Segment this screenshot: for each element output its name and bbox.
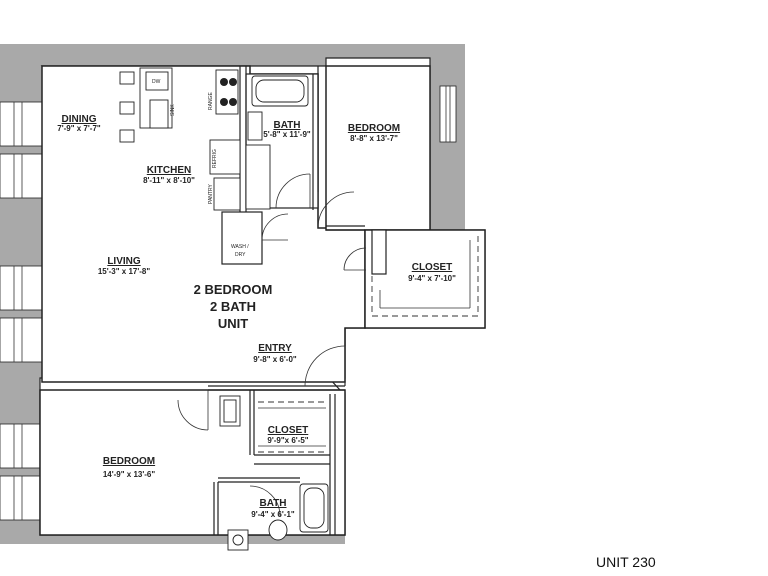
bath1-fixtures: [245, 75, 309, 210]
living-dims: 15'-3" x 17'-8": [98, 267, 151, 276]
unit-title-line-2: 2 BATH: [210, 299, 256, 314]
washer-dryer-label-2: DRY: [235, 252, 246, 258]
living-name: LIVING: [107, 256, 141, 267]
dishwasher-label: DW: [152, 79, 161, 85]
dining-dims: 7'-9" x 7'-7": [57, 124, 101, 133]
bath1-dims: 5'-8" x 11'-9": [263, 130, 311, 139]
fixture-labels: DW SINK RANGE REFRIG PANTRY WASH / DRY: [152, 79, 249, 258]
bath1-name: BATH: [273, 120, 300, 131]
unit-title-line-3: UNIT: [218, 316, 248, 331]
dining-name: DINING: [62, 114, 97, 125]
entry-name: ENTRY: [258, 343, 292, 354]
door-swings: [177, 173, 367, 517]
room-labels: DINING 7'-9" x 7'-7" KITCHEN 8'-11" x 8'…: [57, 114, 456, 519]
closet2-dims: 9'-9"x 6'-5": [267, 436, 308, 445]
closet1-name: CLOSET: [412, 262, 453, 273]
bedroom2-dims: 14'-9" x 13'-6": [103, 470, 156, 479]
bedroom1-name: BEDROOM: [348, 123, 400, 134]
refrigerator-label: REFRIG: [212, 149, 218, 168]
closet1-dims: 9'-4" x 7'-10": [408, 274, 456, 283]
bedroom1-dims: 8'-8" x 13'-7": [350, 134, 398, 143]
bath2-name: BATH: [259, 498, 286, 509]
left-windows: [0, 85, 457, 521]
unit-title-line-1: 2 BEDROOM: [194, 282, 273, 297]
pantry-label: PANTRY: [208, 184, 214, 204]
closet2-name: CLOSET: [268, 425, 309, 436]
kitchen-fixtures: [119, 67, 241, 211]
washer-dryer-label-1: WASH /: [231, 244, 249, 250]
entry-dims: 9'-8" x 6'-0": [253, 355, 297, 364]
bath2-fixtures: [219, 395, 329, 551]
bedroom2-name: BEDROOM: [103, 456, 155, 467]
unit-title: 2 BEDROOM 2 BATH UNIT: [194, 282, 273, 331]
sink-label: SINK: [170, 104, 176, 116]
kitchen-name: KITCHEN: [147, 165, 191, 176]
bath2-dims: 9'-4" x 6'-1": [251, 510, 295, 519]
kitchen-dims: 8'-11" x 8'-10": [143, 176, 195, 185]
unit-number: UNIT 230: [596, 554, 656, 570]
range-label: RANGE: [208, 92, 214, 110]
